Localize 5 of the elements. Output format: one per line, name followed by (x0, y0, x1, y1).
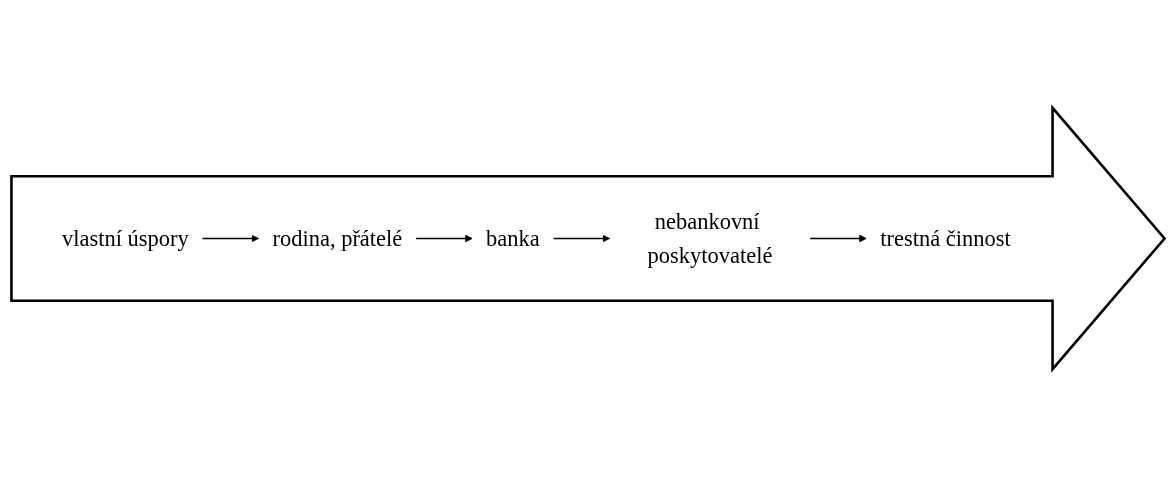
flow-text: banka (486, 224, 540, 254)
flow-text: vlastní úspory (62, 224, 189, 254)
flow-text: trestná činnost (880, 224, 1011, 254)
flow-text: rodina, přátelé (272, 224, 403, 254)
flow-text: nebankovní poskytovatelé (646, 208, 774, 270)
